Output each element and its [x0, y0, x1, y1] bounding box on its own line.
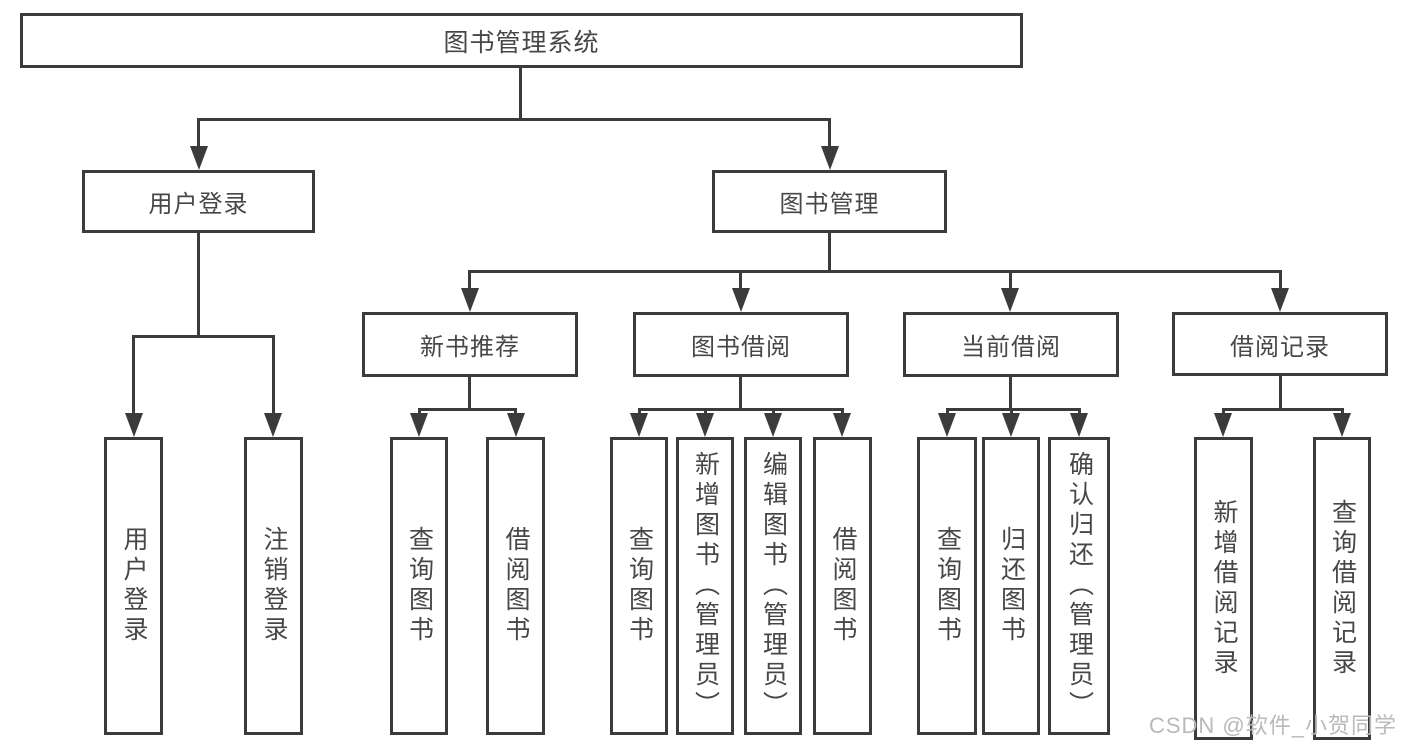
node-book-borrowing: 图书借阅: [633, 312, 849, 377]
connector-level3-rail: [468, 270, 1281, 273]
arrow-down-icon: [1214, 413, 1232, 437]
connector-level2-rail: [197, 118, 831, 121]
connector-borrow-records-rail: [1222, 408, 1343, 411]
connector-drop: [946, 408, 949, 415]
leaf-query-books-current: 查询图书: [917, 437, 977, 735]
node-borrowing-records: 借阅记录: [1172, 312, 1388, 376]
connector-drop: [1078, 408, 1081, 415]
leaf-borrow-books-borrowing: 借阅图书: [813, 437, 872, 735]
node-book-management: 图书管理: [712, 170, 947, 233]
arrow-down-icon: [1271, 288, 1289, 312]
node-new-book-recommend: 新书推荐: [362, 312, 578, 377]
connector-book-borrow-stem: [739, 375, 742, 411]
arrow-down-icon: [1333, 413, 1351, 437]
connector-drop-book-borrow: [739, 270, 742, 290]
connector-drop: [772, 408, 775, 415]
leaf-edit-book-admin: 编辑图书（管理员）: [744, 437, 802, 735]
connector-root-stem: [519, 68, 522, 120]
connector-drop: [418, 408, 421, 415]
connector-drop: [1341, 408, 1344, 415]
arrow-down-icon: [264, 413, 282, 437]
connector-book-borrow-rail: [638, 408, 843, 411]
arrow-down-icon: [190, 146, 208, 170]
connector-drop-borrow-records: [1279, 270, 1282, 290]
connector-drop-current-borrow: [1009, 270, 1012, 290]
arrow-down-icon: [938, 413, 956, 437]
leaf-add-book-admin: 新增图书（管理员）: [676, 437, 734, 735]
connector-drop: [514, 408, 517, 415]
connector-drop: [704, 408, 707, 415]
node-library-management-system: 图书管理系统: [20, 13, 1023, 68]
arrow-down-icon: [1001, 288, 1019, 312]
leaf-logout: 注销登录: [244, 437, 303, 735]
arrow-down-icon: [461, 288, 479, 312]
arrow-down-icon: [732, 288, 750, 312]
connector-book-mgmt-stem: [828, 231, 831, 272]
arrow-down-icon: [1070, 413, 1088, 437]
arrow-down-icon: [410, 413, 428, 437]
leaf-query-books-recommend: 查询图书: [390, 437, 448, 735]
arrow-down-icon: [1002, 413, 1020, 437]
leaf-query-borrow-record: 查询借阅记录: [1313, 437, 1371, 740]
connector-drop-leaf-login: [132, 335, 135, 415]
arrow-down-icon: [125, 413, 143, 437]
connector-user-login-stem: [197, 231, 200, 338]
arrow-down-icon: [764, 413, 782, 437]
node-user-login: 用户登录: [82, 170, 315, 233]
connector-drop: [1222, 408, 1225, 415]
arrow-down-icon: [630, 413, 648, 437]
arrow-down-icon: [821, 146, 839, 170]
connector-drop-book-mgmt: [828, 118, 831, 148]
leaf-return-book: 归还图书: [982, 437, 1040, 735]
leaf-borrow-books-recommend: 借阅图书: [486, 437, 545, 735]
arrow-down-icon: [507, 413, 525, 437]
connector-drop-leaf-logout: [272, 335, 275, 415]
connector-user-login-rail: [133, 335, 275, 338]
leaf-add-borrow-record: 新增借阅记录: [1194, 437, 1253, 740]
node-current-borrowing: 当前借阅: [903, 312, 1119, 377]
arrow-down-icon: [696, 413, 714, 437]
arrow-down-icon: [833, 413, 851, 437]
connector-drop: [638, 408, 641, 415]
connector-borrow-records-stem: [1279, 375, 1282, 411]
connector-new-book-rail: [418, 408, 517, 411]
connector-new-book-stem: [468, 375, 471, 411]
connector-drop-user-login: [197, 118, 200, 148]
csdn-watermark: CSDN @软件_小贺同学: [1148, 713, 1397, 738]
connector-drop-new-book: [468, 270, 471, 290]
connector-current-borrow-stem: [1009, 375, 1012, 411]
connector-drop: [1010, 408, 1013, 415]
connector-drop: [841, 408, 844, 415]
leaf-user-login: 用户登录: [104, 437, 163, 735]
connector-current-borrow-rail: [946, 408, 1080, 411]
leaf-confirm-return-admin: 确认归还（管理员）: [1048, 437, 1110, 735]
leaf-query-books-borrowing: 查询图书: [610, 437, 668, 735]
